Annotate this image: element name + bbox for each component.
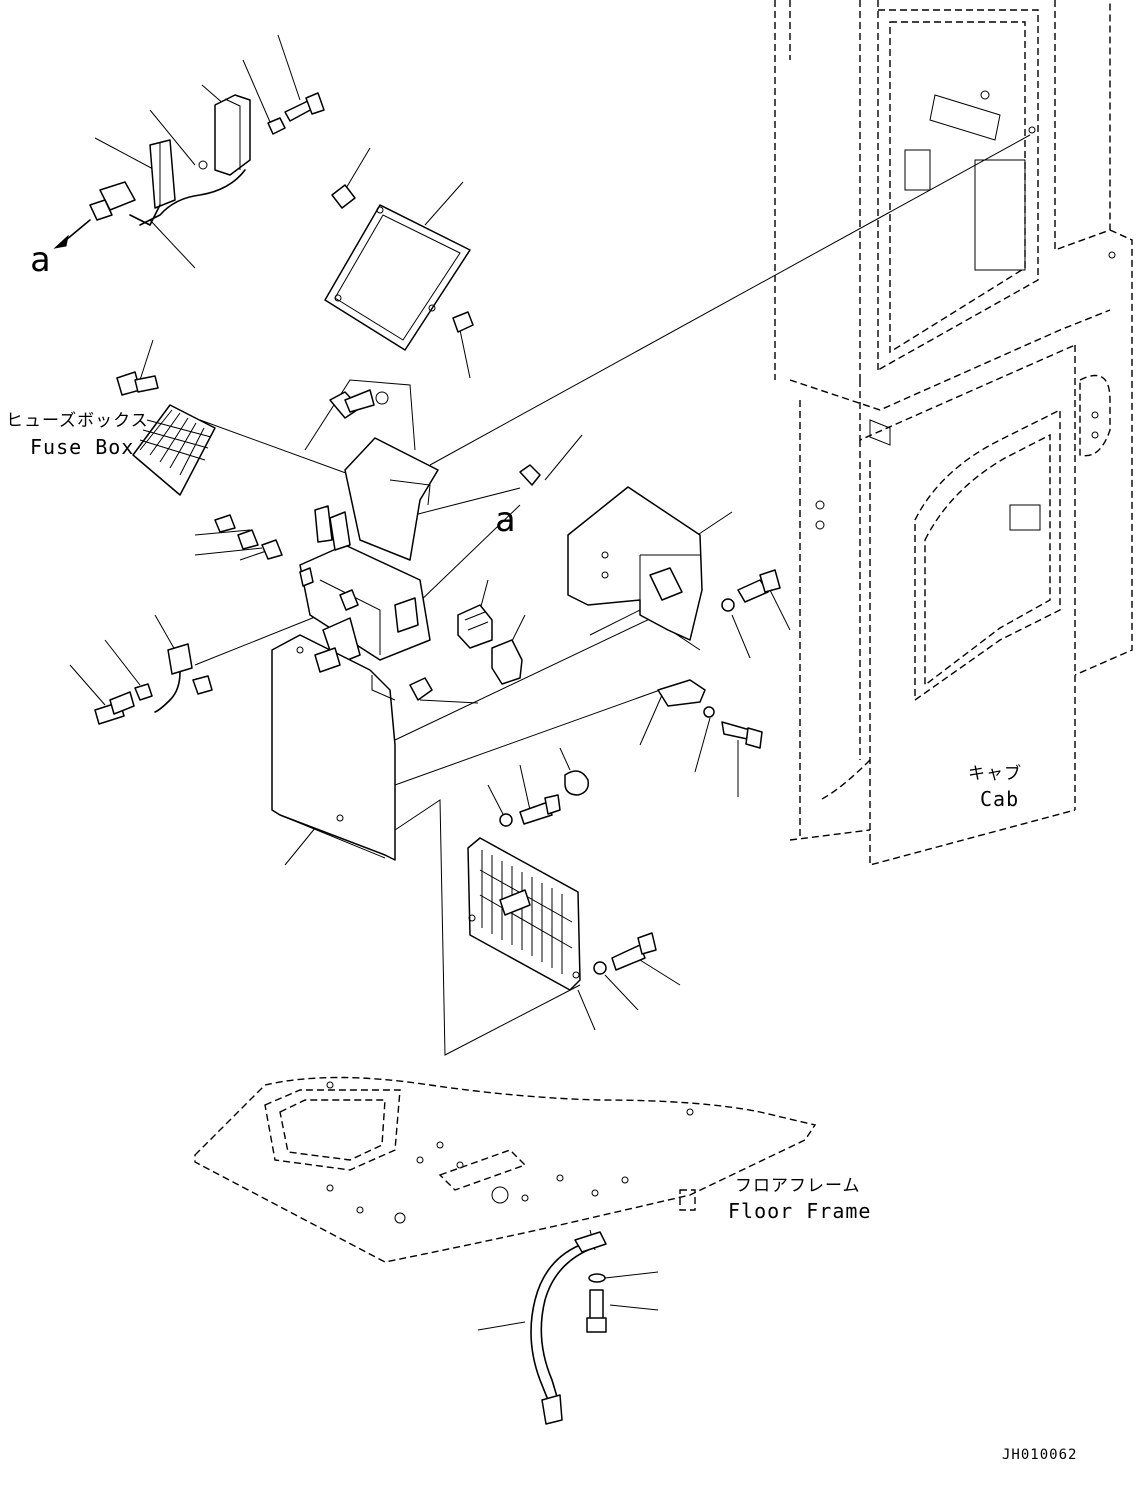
floor-frame-label-japanese: フロアフレーム: [735, 1176, 861, 1196]
relay-components: [94, 464, 541, 725]
drawing-code: JH010062: [1002, 1447, 1078, 1463]
cab-label-english: Cab: [980, 787, 1020, 811]
reference-letter-a-top: a: [30, 240, 51, 280]
cover-plate: [324, 184, 474, 351]
cab-label-japanese: キャブ: [968, 764, 1022, 784]
cab-outline: [774, 0, 1133, 866]
fuse-box: [116, 371, 216, 496]
controller-module: [467, 770, 657, 991]
main-bracket: [214, 389, 439, 666]
floor-frame-outline: [194, 1076, 817, 1263]
leader-lines: [69, 34, 791, 1331]
back-plate: [271, 634, 396, 861]
relay-harness-assembly: [53, 92, 325, 249]
fuse-box-label-japanese: ヒューズボックス: [6, 411, 149, 431]
floor-frame-label-english: Floor Frame: [728, 1199, 872, 1223]
right-bracket: [567, 486, 781, 749]
ground-cable: [530, 1231, 607, 1425]
reference-letter-a-middle: a: [495, 500, 516, 540]
fuse-box-label-english: Fuse Box: [30, 435, 135, 459]
